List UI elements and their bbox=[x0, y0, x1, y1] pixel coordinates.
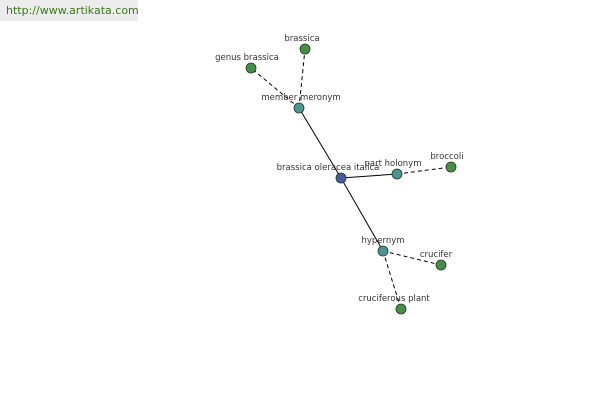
node-part-holonym[interactable] bbox=[391, 168, 403, 180]
label-genus-brassica[interactable]: genus brassica bbox=[215, 53, 279, 63]
node-center[interactable] bbox=[335, 172, 347, 184]
edge-hypernym-to-cruciferous-plant bbox=[382, 250, 402, 310]
label-part-holonym[interactable]: part holonym bbox=[365, 159, 422, 169]
url-banner: http://www.artikata.com bbox=[0, 0, 139, 21]
edge-center-to-member-meronym bbox=[298, 107, 342, 179]
label-member-meronym[interactable]: member meronym bbox=[261, 93, 340, 103]
node-cruciferous-plant[interactable] bbox=[395, 303, 407, 315]
label-center[interactable]: brassica oleracea italica bbox=[277, 163, 380, 173]
label-cruciferous-plant[interactable]: cruciferous plant bbox=[358, 294, 430, 304]
edge-member-meronym-to-genus-brassica bbox=[250, 67, 300, 109]
edge-member-meronym-to-brassica bbox=[298, 48, 306, 109]
edge-hypernym-to-crucifer bbox=[382, 250, 442, 266]
node-hypernym[interactable] bbox=[377, 245, 389, 257]
site-url-link[interactable]: http://www.artikata.com bbox=[6, 4, 139, 17]
node-brassica[interactable] bbox=[299, 43, 311, 55]
node-crucifer[interactable] bbox=[435, 259, 447, 271]
node-genus-brassica[interactable] bbox=[245, 62, 257, 74]
nodes-layer bbox=[245, 43, 457, 315]
label-hypernym[interactable]: hypernym bbox=[361, 236, 404, 246]
node-member-meronym[interactable] bbox=[293, 102, 305, 114]
label-brassica[interactable]: brassica bbox=[284, 34, 319, 44]
edges-layer bbox=[250, 48, 452, 310]
edge-center-to-part-holonym bbox=[340, 173, 398, 179]
edge-part-holonym-to-broccoli bbox=[396, 166, 452, 175]
node-broccoli[interactable] bbox=[445, 161, 457, 173]
label-broccoli[interactable]: broccoli bbox=[430, 152, 463, 162]
label-crucifer[interactable]: crucifer bbox=[420, 250, 453, 260]
edge-center-to-hypernym bbox=[340, 177, 384, 252]
labels-layer: brassica oleracea italica member meronym p… bbox=[215, 34, 463, 304]
